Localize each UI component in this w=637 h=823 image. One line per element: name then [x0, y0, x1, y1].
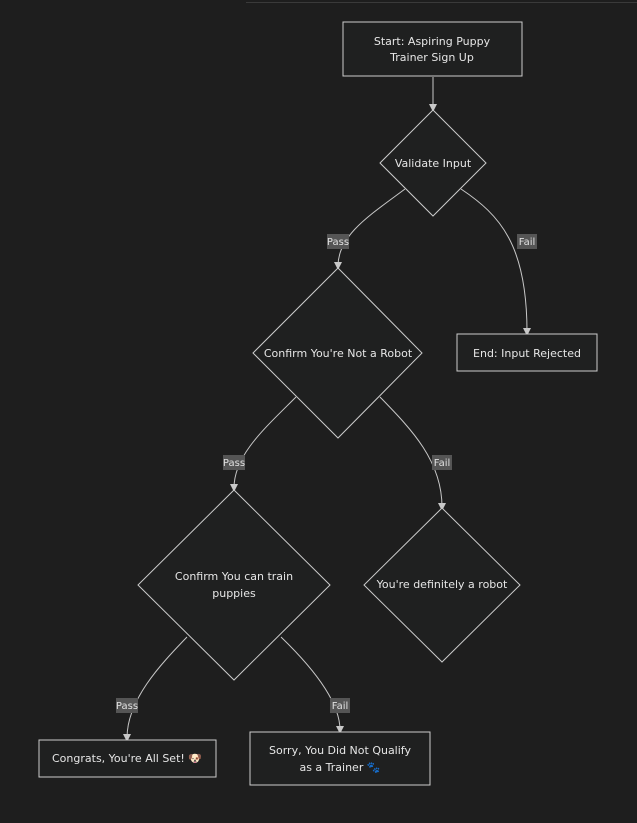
- node-validate-input[interactable]: Validate Input: [379, 109, 487, 217]
- node-start[interactable]: Start: Aspiring Puppy Trainer Sign Up: [342, 21, 523, 77]
- node-sorry[interactable]: Sorry, You Did Not Qualify as a Trainer …: [249, 731, 431, 786]
- edge-validate-rejected: [460, 188, 531, 336]
- edge-label-robot-pass-text: Pass: [223, 458, 245, 469]
- node-definitely-robot-label: You're definitely a robot: [376, 578, 508, 591]
- edge-label-robot-pass: Pass: [223, 455, 245, 470]
- node-input-rejected-label: End: Input Rejected: [473, 347, 581, 360]
- top-divider: [246, 0, 637, 3]
- node-robot-check[interactable]: Confirm You're Not a Robot: [252, 267, 423, 439]
- node-start-line1: Start: Aspiring Puppy: [374, 35, 491, 48]
- edge-label-train-fail: Fail: [330, 698, 350, 713]
- edge-train-congrats: [123, 636, 188, 742]
- node-sorry-line1: Sorry, You Did Not Qualify: [269, 744, 411, 757]
- edge-label-robot-fail: Fail: [432, 455, 452, 470]
- node-validate-input-label: Validate Input: [395, 157, 472, 170]
- node-train-check-line1: Confirm You can train: [175, 570, 293, 583]
- edge-label-validate-pass-text: Pass: [327, 237, 349, 248]
- edge-validate-robot: [334, 188, 406, 270]
- node-train-check[interactable]: Confirm You can train puppies: [137, 489, 331, 681]
- edge-label-robot-fail-text: Fail: [434, 458, 451, 469]
- node-congrats[interactable]: Congrats, You're All Set! 🐶: [38, 739, 217, 778]
- edge-label-train-pass-text: Pass: [116, 701, 138, 712]
- edge-train-sorry: [280, 636, 344, 734]
- edge-label-validate-fail: Fail: [517, 234, 537, 249]
- edge-robot-definitely: [379, 396, 446, 511]
- node-definitely-robot[interactable]: You're definitely a robot: [363, 507, 521, 663]
- edge-robot-train: [230, 396, 297, 492]
- edge-label-train-fail-text: Fail: [332, 701, 349, 712]
- node-input-rejected[interactable]: End: Input Rejected: [456, 333, 598, 372]
- edge-label-validate-fail-text: Fail: [519, 237, 536, 248]
- node-sorry-line2: as a Trainer 🐾: [299, 761, 380, 774]
- node-start-line2: Trainer Sign Up: [389, 51, 474, 64]
- node-train-check-line2: puppies: [212, 587, 256, 600]
- edge-label-train-pass: Pass: [116, 698, 138, 713]
- node-congrats-label: Congrats, You're All Set! 🐶: [52, 752, 202, 765]
- edge-label-validate-pass: Pass: [327, 234, 349, 249]
- node-robot-check-label: Confirm You're Not a Robot: [264, 347, 413, 360]
